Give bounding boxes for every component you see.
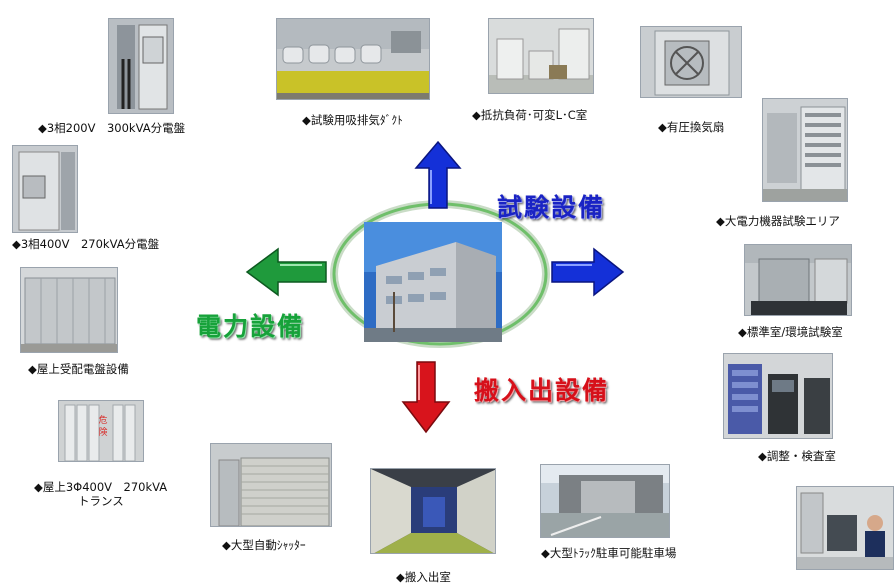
- caption-truck-parking: ◆大型ﾄﾗｯｸ駐車可能駐車場: [541, 546, 677, 560]
- heading-loading-equipment: 搬入出設備: [474, 376, 610, 405]
- danger-sign-text: 危険: [98, 414, 107, 438]
- truck-parking-photo: [540, 464, 670, 538]
- caption-auto-shutter: ◆大型自動ｼｬｯﾀｰ: [222, 538, 306, 552]
- caption-rooftop-transformer-line2: トランス: [78, 494, 124, 509]
- caption-exhaust-duct: ◆試験用吸排気ﾀﾞｸﾄ: [302, 113, 403, 127]
- heading-power-equipment: 電力設備: [196, 312, 305, 341]
- caption-resistive-load: ◆抵抗負荷･可変L･C室: [472, 108, 588, 122]
- auto-shutter-photo: [210, 443, 332, 527]
- caption-standard-room: ◆標準室/環境試験室: [738, 325, 843, 339]
- inspection-room-photo: [723, 353, 833, 439]
- loading-room-photo: [370, 468, 496, 554]
- inspection-room-photo-2: [796, 486, 894, 570]
- arrow-right-icon: [550, 246, 626, 298]
- standard-room-photo: [744, 244, 852, 316]
- arrow-up-icon: [414, 140, 462, 210]
- high-power-test-area-photo: [762, 98, 848, 202]
- caption-rooftop-transformer-line1: ◆屋上3Φ400V 270kVA: [34, 480, 168, 494]
- resistive-load-room-photo: [488, 18, 594, 94]
- distribution-panel-400v-photo: [12, 145, 78, 233]
- rooftop-transformer-photo: 危険: [58, 400, 144, 462]
- pressure-fan-photo: [640, 26, 742, 98]
- arrow-left-icon: [244, 246, 328, 298]
- caption-pressure-fan: ◆有圧換気扇: [658, 120, 725, 134]
- caption-inspection-room: ◆調整・検査室: [758, 449, 836, 463]
- caption-high-power-area: ◆大電力機器試験エリア: [716, 214, 840, 228]
- caption-panel-200v: ◆3相200V 300kVA分電盤: [38, 121, 186, 135]
- arrow-down-icon: [400, 360, 452, 434]
- distribution-panel-200v-photo: [108, 18, 174, 114]
- caption-rooftop-transformer: ◆屋上3Φ400V 270kVA トランス: [34, 480, 184, 509]
- caption-rooftop-substation: ◆屋上受配電盤設備: [28, 362, 129, 376]
- rooftop-substation-photo: [20, 267, 118, 353]
- caption-loading-room: ◆搬入出室: [396, 570, 451, 584]
- facility-building-photo: [364, 222, 502, 342]
- heading-test-equipment: 試験設備: [497, 193, 606, 222]
- exhaust-duct-photo: [276, 18, 430, 100]
- caption-panel-400v: ◆3相400V 270kVA分電盤: [12, 237, 160, 251]
